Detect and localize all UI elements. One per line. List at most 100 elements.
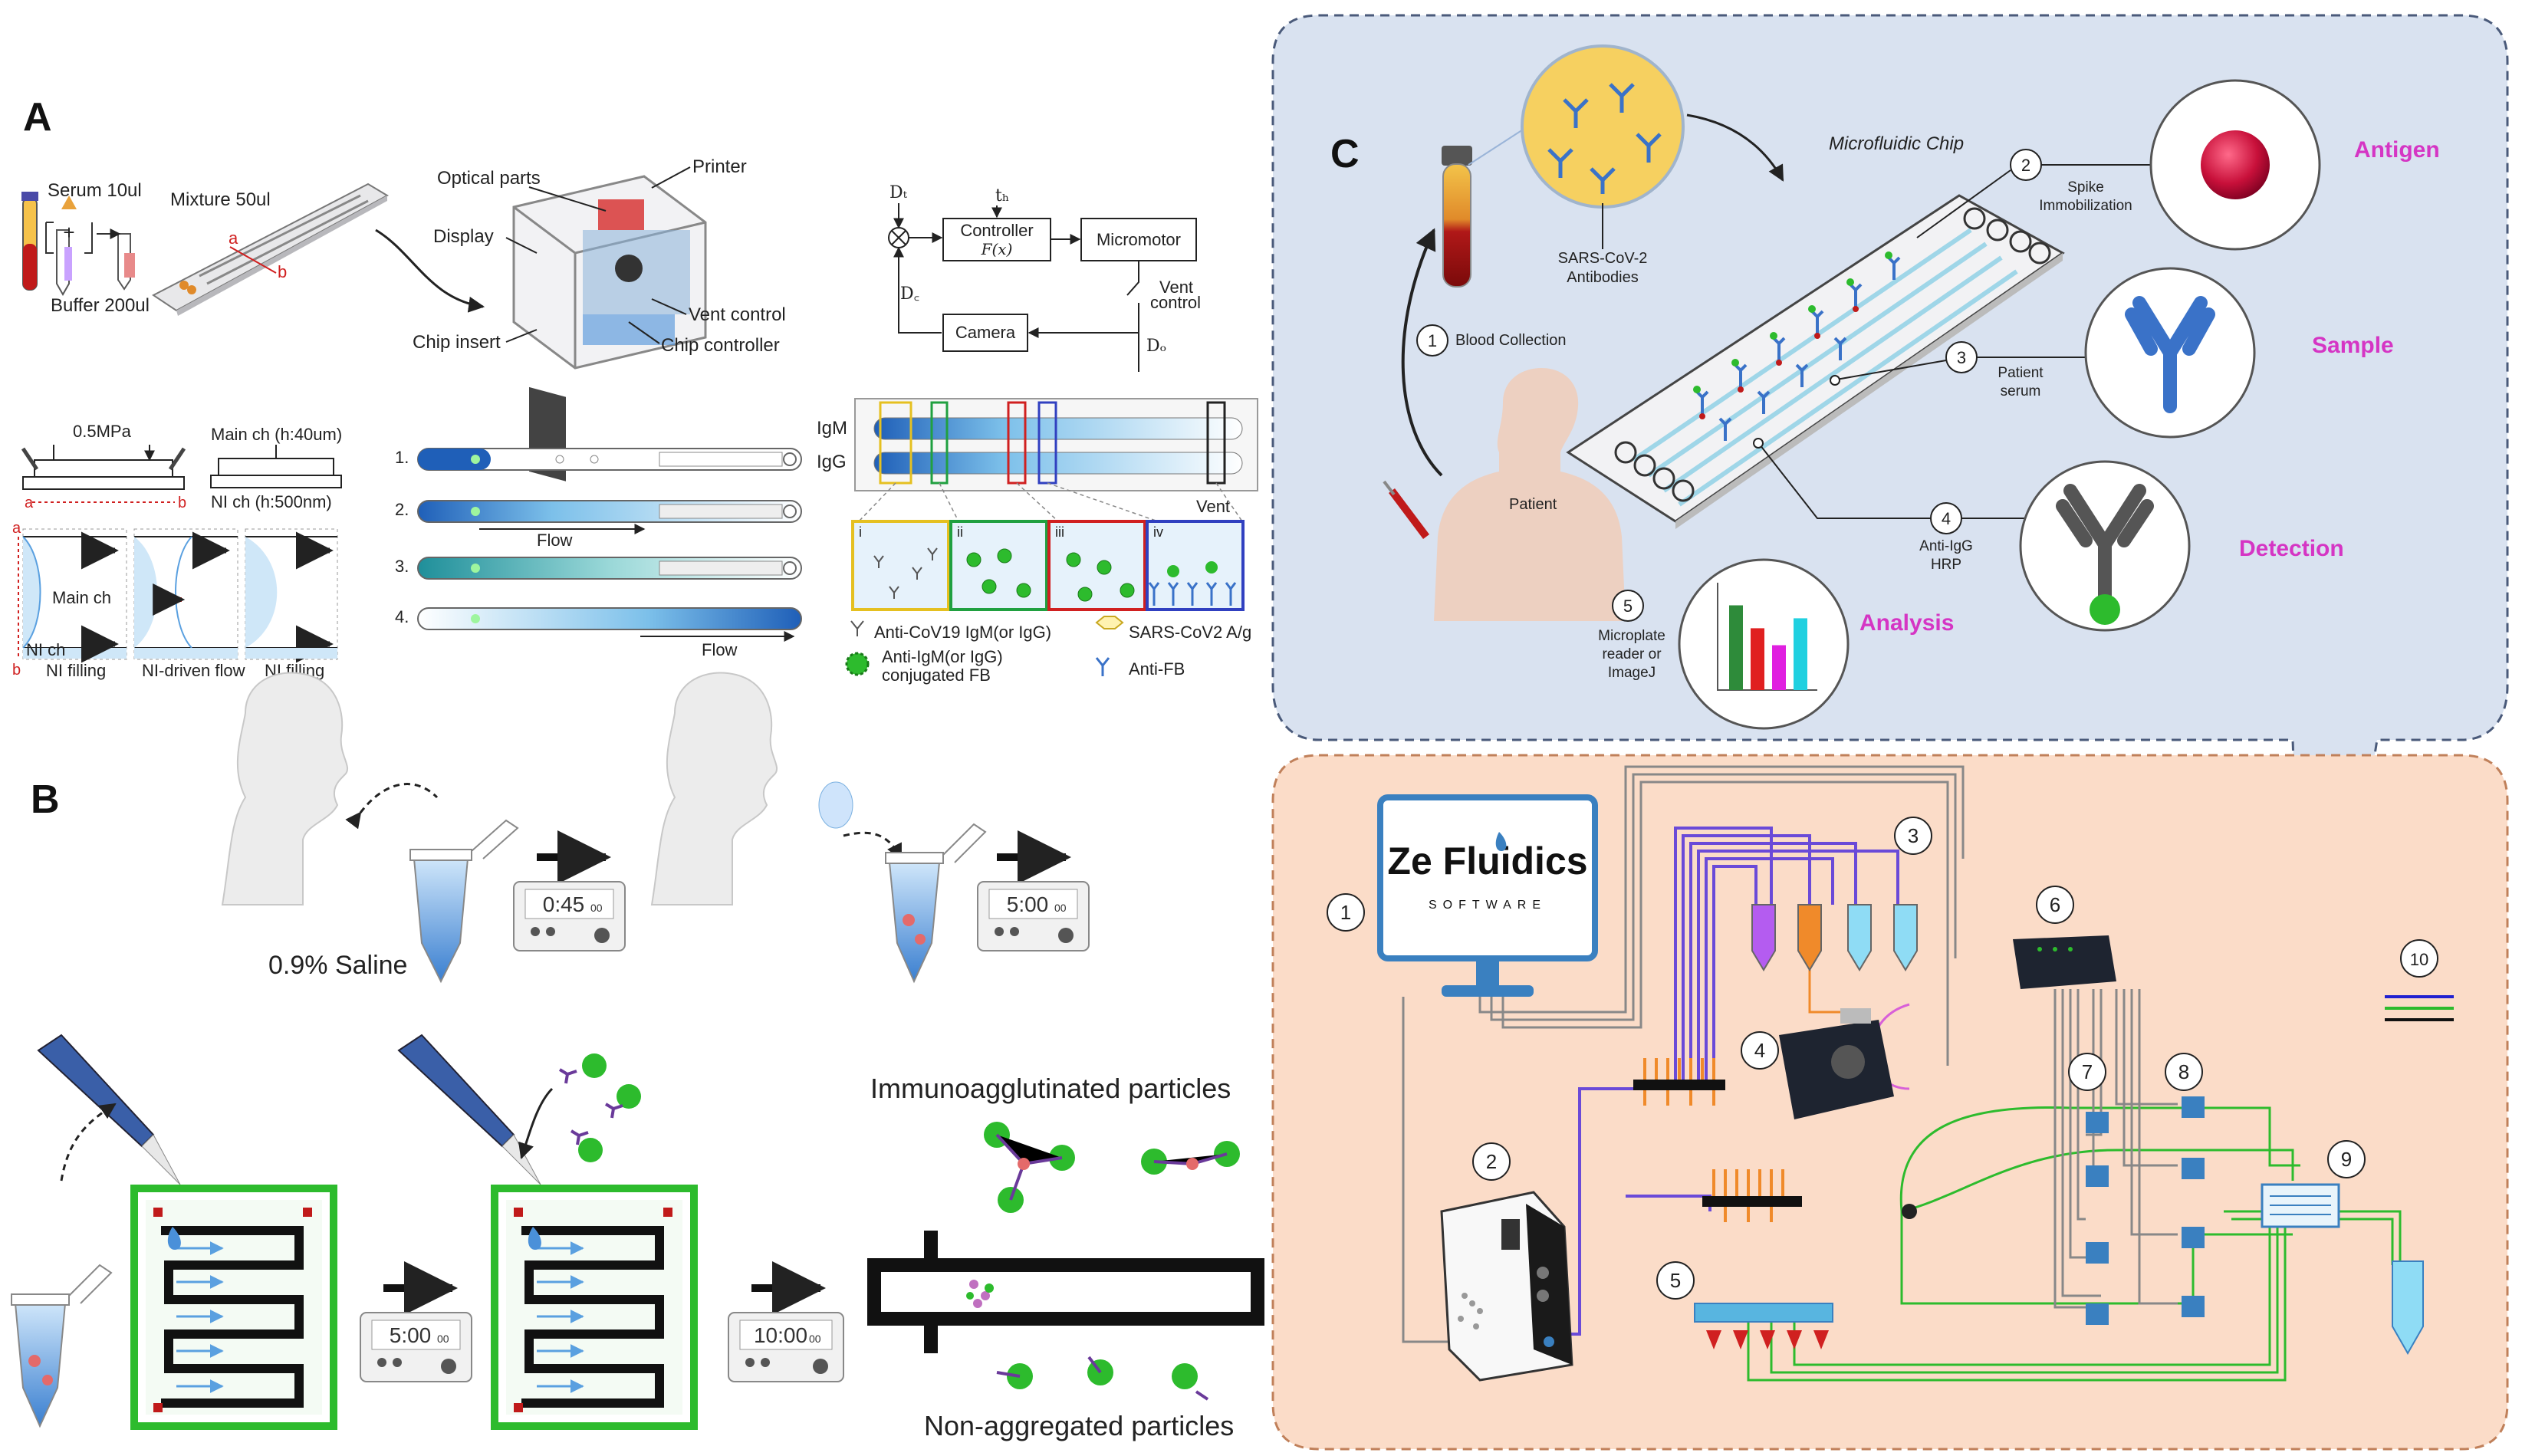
legend-anti-igm: Anti-IgM(or IgG): [882, 647, 1003, 666]
pressure-pump: [1440, 1191, 1573, 1382]
chip-title: Microfluidic Chip: [1829, 133, 1964, 154]
svg-text:+: +: [63, 221, 74, 244]
th-label: tₕ: [995, 186, 1009, 205]
tubing: [1402, 765, 2402, 1382]
step-2: 2.: [395, 500, 409, 519]
anti-igg-l1: Anti-IgG: [1919, 538, 1973, 554]
timer-1: 0:45 00: [513, 881, 626, 951]
chip-progression: 1. 2. Flow 3. 4. Flow: [395, 448, 802, 659]
callout-3: 3: [1908, 824, 1919, 847]
chip-mark-a: a: [229, 228, 238, 248]
flow-label-2: Flow: [702, 640, 738, 659]
immuno-label: Immunoagglutinated particles: [870, 1073, 1231, 1104]
optical-label: Optical parts: [437, 168, 541, 189]
zoom-panels: i ii iii iv: [851, 520, 1245, 611]
main-ch-label: Main ch: [52, 588, 111, 607]
antibody-icons: [1547, 83, 1662, 194]
vent-control-label: Vent control: [689, 304, 786, 325]
reader-device: Optical parts Printer Display Vent contr…: [375, 156, 786, 481]
buffer-label: Buffer 200ul: [51, 295, 150, 316]
timer-1-sub: 00: [590, 902, 603, 914]
camera-box: [942, 314, 1028, 352]
anti-igg-l2: HRP: [1931, 557, 1961, 573]
legend-sars-ag: SARS-CoV2 A/g: [1129, 623, 1251, 642]
paper-chip-1: [130, 1185, 337, 1430]
panel-a: A Serum 10ul Mixture 50ul Buffer 200ul +: [12, 95, 1258, 685]
reader-l2: reader or: [1602, 646, 1662, 662]
dt-label: Dₜ: [889, 183, 908, 202]
mini-chart-bar: [1772, 645, 1786, 690]
callout-10: 10: [2410, 950, 2428, 969]
main-ch-h-label: Main ch (h:40um): [211, 425, 342, 444]
step-2-number: 2: [2021, 156, 2030, 175]
spike-l2: Immobilization: [2039, 198, 2132, 214]
saline-tube-3: [11, 1264, 113, 1428]
callout-2: 2: [1486, 1150, 1497, 1173]
number-callouts: 1 2 3 4 5 6 7 8 9 10: [1327, 817, 2438, 1300]
blood-tube: [1442, 146, 1472, 288]
callout-5: 5: [1670, 1269, 1681, 1292]
chip-mark-b: b: [278, 262, 287, 281]
micromotor-box: [1080, 218, 1197, 261]
sample-label: Sample: [2312, 333, 2394, 358]
patient-serum-l1: Patient: [1998, 365, 2044, 381]
antibodies-l2: Antibodies: [1567, 269, 1638, 286]
micromotor-label: Micromotor: [1097, 230, 1181, 249]
timer-4-sub: 00: [809, 1333, 821, 1345]
mini-chart-bar: [1751, 628, 1764, 690]
camera-label: Camera: [955, 323, 1016, 342]
timer-2-value: 5:00: [1007, 892, 1049, 916]
patient-label: Patient: [1509, 496, 1557, 513]
particles-result: Immunoagglutinated particles Non-aggrega…: [867, 1073, 1264, 1441]
step-3: 3.: [395, 557, 409, 576]
control-block-diagram: Controller F(x) Micromotor Camera Vent c…: [888, 183, 1201, 372]
pressure-label: 0.5MPa: [73, 422, 132, 441]
junction: [1902, 1204, 1917, 1219]
step-4-number: 4: [1942, 509, 1951, 528]
head-right: [650, 672, 903, 905]
logo-line-1: Ze Fluidics: [1387, 840, 1587, 882]
panel-b: B 0.9% Saline 0:45 00: [11, 672, 1264, 1441]
pipette-1: [37, 1034, 181, 1185]
igm-igg-strip: IgM IgG Vent: [817, 398, 1258, 522]
callout-8: 8: [2178, 1060, 2189, 1083]
panel-c: C SARS-CoV-2 Antibodies 1 Blood Collecti…: [1271, 14, 2509, 1174]
callout-4: 4: [1754, 1039, 1765, 1062]
svg-text:a: a: [12, 520, 21, 537]
antibodies-l1: SARS-CoV-2: [1558, 250, 1648, 267]
zone-i: i: [859, 524, 862, 540]
timer-2-sub: 00: [1054, 902, 1067, 914]
step-5-number: 5: [1623, 597, 1633, 616]
timer-3-sub: 00: [437, 1333, 449, 1345]
output-chip: [2261, 1183, 2424, 1356]
mixture-label: Mixture 50ul: [170, 189, 271, 210]
zone-iv: iv: [1153, 524, 1163, 540]
antigen-label: Antigen: [2354, 137, 2440, 163]
control-block-label: control: [1150, 293, 1201, 312]
ni-ch-h-label: NI ch (h:500nm): [211, 492, 332, 511]
line-legend: [2385, 995, 2454, 1021]
chip-controller-label: Chip controller: [661, 335, 780, 356]
legend-conjugated: conjugated FB: [882, 666, 991, 685]
panel-c-label: C: [1330, 132, 1360, 176]
sample-prep: Serum 10ul Mixture 50ul Buffer 200ul +: [21, 180, 271, 316]
timer-1-value: 0:45: [543, 892, 585, 916]
analysis-label: Analysis: [1859, 610, 1954, 636]
zone-iii: iii: [1055, 524, 1064, 540]
nonagg-label: Non-aggregated particles: [924, 1410, 1234, 1441]
svg-text:b: b: [12, 662, 21, 679]
step-1: 1.: [395, 448, 409, 467]
test-chip: a b: [152, 182, 390, 316]
patient-figure: Patient: [1383, 368, 1626, 621]
mini-chart-bar: [1794, 618, 1807, 690]
igg-label: IgG: [817, 452, 847, 472]
reader-l3: ImageJ: [1608, 665, 1656, 681]
timer-4-value: 10:00: [754, 1323, 807, 1347]
vent-strip-label: Vent: [1196, 497, 1230, 516]
flow-label: Flow: [537, 531, 573, 550]
step-4: 4.: [395, 607, 409, 626]
timer-3-value: 5:00: [390, 1323, 432, 1347]
ni-filling-frames: Main ch NI ch NI filling a b NI-driven f…: [12, 520, 338, 680]
head-left: [221, 672, 439, 905]
